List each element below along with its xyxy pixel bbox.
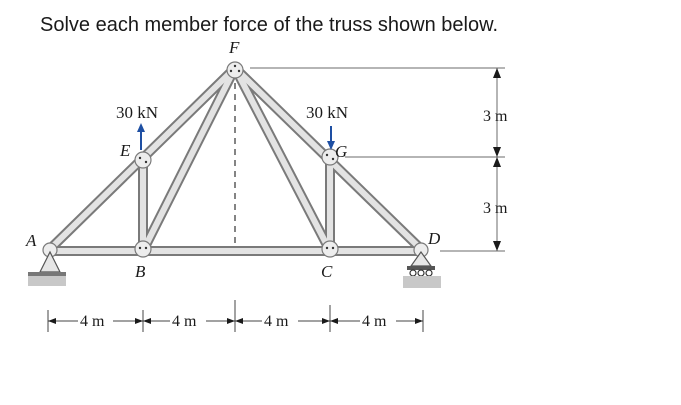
node-label-F: F	[228, 38, 240, 57]
dim-horizontal-4: 4 m	[362, 313, 387, 330]
node-label-E: E	[119, 141, 131, 160]
dim-arrowhead	[48, 318, 56, 324]
rivet	[138, 156, 142, 160]
dim-arrow-mid-up	[493, 147, 501, 157]
rivet	[144, 246, 148, 250]
node-label-G: G	[335, 142, 347, 161]
member-FC-fill	[232, 65, 333, 254]
gusset-G	[321, 148, 339, 166]
roller-support-D	[403, 250, 441, 288]
dim-arrowhead	[322, 318, 330, 324]
dim-horizontal-1: 4 m	[80, 313, 105, 330]
dim-arrowhead	[227, 318, 235, 324]
pin-support-A	[28, 250, 66, 286]
dim-arrowhead	[143, 318, 151, 324]
node-label-D: D	[427, 229, 441, 248]
rivet	[325, 246, 329, 250]
dim-arrowhead	[135, 318, 143, 324]
dim-horizontal-2: 4 m	[172, 313, 197, 330]
dim-arrowhead	[235, 318, 243, 324]
rivet	[229, 69, 233, 73]
node-label-B: B	[135, 262, 146, 281]
problem-statement: Solve each member force of the truss sho…	[40, 14, 499, 36]
rivet	[331, 246, 335, 250]
rivet	[325, 153, 329, 157]
gusset-B	[134, 240, 152, 258]
gusset-E	[134, 151, 152, 169]
gusset-F	[226, 61, 244, 79]
member-FB-fill	[140, 65, 238, 254]
node-label-A: A	[25, 231, 37, 250]
gusset-C	[321, 240, 339, 258]
load-arrow-G	[327, 126, 335, 150]
dim-arrow-mid-down	[493, 157, 501, 167]
rivet	[331, 157, 335, 161]
rivet	[144, 160, 148, 164]
rivet	[138, 246, 142, 250]
dim-arrow-top	[493, 68, 501, 78]
dim-arrowhead	[330, 318, 338, 324]
rivet	[237, 69, 241, 73]
rivet	[233, 64, 237, 68]
dim-vertical-lower: 3 m	[483, 200, 508, 217]
dim-vertical-upper: 3 m	[483, 108, 508, 125]
load-label-G: 30 kN	[306, 103, 348, 122]
node-label-C: C	[321, 262, 333, 281]
dim-horizontal-3: 4 m	[264, 313, 289, 330]
load-label-E: 30 kN	[116, 103, 158, 122]
dim-arrow-bottom	[493, 241, 501, 251]
load-arrow-E	[137, 123, 145, 150]
dim-arrowhead	[415, 318, 423, 324]
